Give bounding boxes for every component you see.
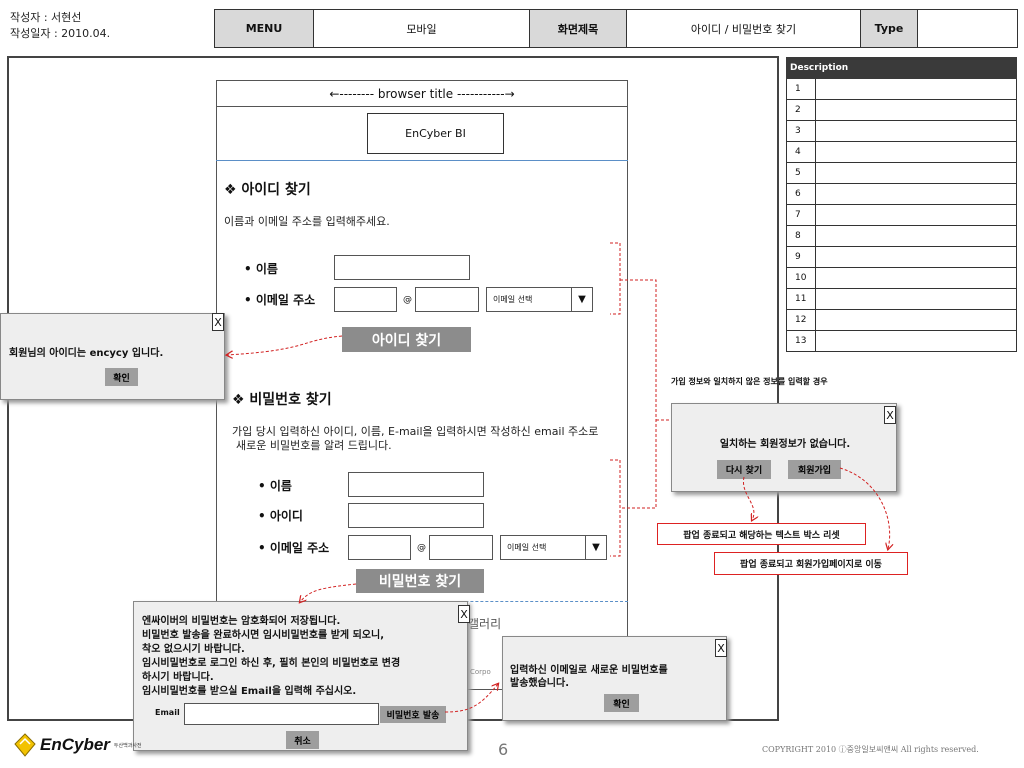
- brand-logo-placeholder: EnCyber BI: [367, 113, 504, 154]
- at-sign: @: [403, 295, 412, 305]
- reset-note: 팝업 종료되고 해당하는 텍스트 박스 리셋: [657, 523, 866, 545]
- send-password-button[interactable]: 비밀번호 발송: [380, 706, 446, 723]
- screen-title-label: 화면제목: [530, 10, 627, 47]
- close-icon[interactable]: X: [884, 406, 896, 424]
- header-table: MENU 모바일 화면제목 아이디 / 비밀번호 찾기 Type: [214, 9, 1018, 48]
- password-sent-popup: X 입력하신 이메일로 새로운 비밀번호를 발송했습니다. 확인: [502, 636, 727, 721]
- find-id-button[interactable]: 아이디 찾기: [342, 327, 471, 352]
- find-pw-email-label: • 이메일 주소: [258, 541, 330, 555]
- find-pw-instruction-2: 새로운 비밀번호를 알려 드립니다.: [236, 439, 392, 452]
- password-sent-ok-button[interactable]: 확인: [604, 694, 639, 712]
- at-sign: @: [417, 543, 426, 553]
- find-pw-name-input[interactable]: [348, 472, 484, 497]
- copyright-text: COPYRIGHT 2010 ⓙ중앙일보씨앤씨 All rights reser…: [762, 745, 979, 754]
- description-row: 13: [786, 331, 1017, 352]
- page-number: 6: [498, 740, 509, 759]
- find-id-email-local-input[interactable]: [334, 287, 397, 312]
- dropdown-arrow-icon: ▼: [585, 536, 606, 559]
- logo-text: EnCyber: [40, 735, 110, 754]
- find-id-email-select[interactable]: 이메일 선택 ▼: [486, 287, 593, 312]
- no-match-message: 일치하는 회원정보가 없습니다.: [719, 439, 851, 450]
- description-row: 1: [786, 79, 1017, 100]
- close-icon[interactable]: X: [715, 639, 727, 657]
- id-found-popup: X 회원님의 아이디는 encycy 입니다. 확인: [0, 313, 225, 400]
- find-pw-email-domain-input[interactable]: [429, 535, 493, 560]
- description-row: 3: [786, 121, 1017, 142]
- id-found-message: 회원님의 아이디는 encycy 입니다.: [9, 348, 164, 359]
- join-button[interactable]: 회원가입: [788, 460, 841, 479]
- encyber-logo-icon: [14, 733, 36, 757]
- description-row: 9: [786, 247, 1017, 268]
- email-label: Email: [155, 708, 180, 717]
- description-row: 11: [786, 289, 1017, 310]
- find-id-name-label: • 이름: [244, 262, 278, 276]
- close-icon[interactable]: X: [212, 313, 224, 331]
- find-id-email-label: • 이메일 주소: [244, 293, 316, 307]
- description-row: 4: [786, 142, 1017, 163]
- menu-label: MENU: [215, 10, 314, 47]
- description-row: 12: [786, 310, 1017, 331]
- description-row: 6: [786, 184, 1017, 205]
- date-text: 작성일자 : 2010.04.: [10, 27, 111, 40]
- menu-value: 모바일: [314, 10, 530, 47]
- no-match-popup: X 일치하는 회원정보가 없습니다. 다시 찾기 회원가입: [671, 403, 897, 492]
- find-pw-instruction-1: 가입 당시 입력하신 아이디, 이름, E-mail을 입력하시면 작성하신 e…: [232, 425, 599, 438]
- dropdown-arrow-icon: ▼: [571, 288, 592, 311]
- screen-title-value: 아이디 / 비밀번호 찾기: [627, 10, 861, 47]
- header-divider: [216, 160, 628, 161]
- find-id-title: ❖ 아이디 찾기: [224, 182, 311, 198]
- description-row: 5: [786, 163, 1017, 184]
- close-icon[interactable]: X: [458, 605, 470, 623]
- find-id-instruction: 이름과 이메일 주소를 입력해주세요.: [224, 215, 390, 228]
- password-sent-message: 입력하신 이메일로 새로운 비밀번호를 발송했습니다.: [510, 665, 668, 689]
- mobile-screen: [216, 80, 628, 690]
- browser-title-bar: ←-------- browser title -----------→: [216, 80, 628, 107]
- gallery-label: 갤러리: [468, 617, 502, 631]
- find-id-name-input[interactable]: [334, 255, 470, 280]
- find-pw-email-local-input[interactable]: [348, 535, 411, 560]
- cancel-button[interactable]: 취소: [286, 731, 319, 749]
- email-select-value: 이메일 선택: [493, 295, 533, 304]
- find-pw-button[interactable]: 비밀번호 찾기: [356, 569, 484, 593]
- id-found-ok-button[interactable]: 확인: [105, 368, 138, 386]
- find-pw-email-select[interactable]: 이메일 선택 ▼: [500, 535, 607, 560]
- no-match-caption: 가입 정보와 일치하지 않은 정보를 입력할 경우: [671, 377, 828, 386]
- corporate-label: Corpo: [470, 668, 491, 676]
- description-row: 10: [786, 268, 1017, 289]
- email-select-value: 이메일 선택: [507, 543, 547, 552]
- find-id-email-domain-input[interactable]: [415, 287, 479, 312]
- retry-button[interactable]: 다시 찾기: [717, 460, 771, 479]
- type-value: [918, 10, 1017, 47]
- find-pw-id-label: • 아이디: [258, 509, 303, 523]
- password-send-popup: X 엔싸이버의 비밀번호는 암호화되어 저장됩니다. 비밀번호 발송을 완료하시…: [133, 601, 470, 751]
- password-email-input[interactable]: [184, 703, 379, 725]
- footer-logo: EnCyber 두산백과사전: [14, 733, 142, 757]
- find-pw-title: ❖ 비밀번호 찾기: [232, 392, 332, 408]
- find-pw-id-input[interactable]: [348, 503, 484, 528]
- join-page-note: 팝업 종료되고 회원가입페이지로 이동: [714, 552, 908, 575]
- author-text: 작성자 : 서현선: [10, 11, 82, 24]
- description-header: Description: [786, 57, 1017, 79]
- description-table: Description 1 2 3 4 5 6 7 8 9 10 11 12 1…: [786, 57, 1017, 352]
- description-row: 2: [786, 100, 1017, 121]
- description-row: 7: [786, 205, 1017, 226]
- password-info-text: 엔싸이버의 비밀번호는 암호화되어 저장됩니다. 비밀번호 발송을 완료하시면 …: [142, 616, 401, 697]
- type-label: Type: [861, 10, 918, 47]
- description-row: 8: [786, 226, 1017, 247]
- author-info: 작성자 : 서현선 작성일자 : 2010.04.: [10, 10, 110, 42]
- logo-subtext: 두산백과사전: [113, 742, 142, 749]
- find-pw-name-label: • 이름: [258, 479, 292, 493]
